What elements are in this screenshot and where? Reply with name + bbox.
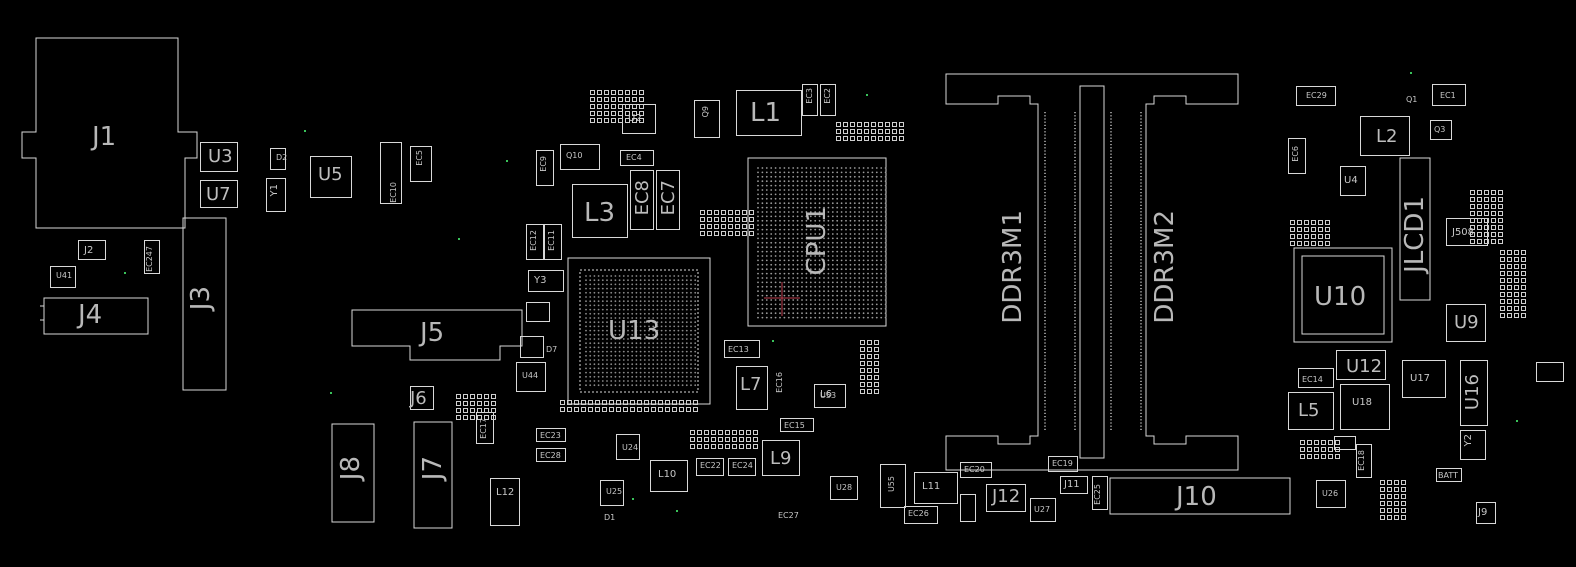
label-j7: J7 <box>418 456 448 481</box>
label-ec10: EC10 <box>389 182 398 203</box>
label-l11: L11 <box>922 481 941 492</box>
label-ec6: EC6 <box>1291 146 1300 162</box>
label-batt: BATT <box>1438 471 1458 480</box>
label-u3: U3 <box>208 146 233 167</box>
label-u7: U7 <box>206 184 231 205</box>
label-jlcd1: JLCD1 <box>1400 196 1430 273</box>
label-j2: J2 <box>84 245 94 256</box>
label-u24: U24 <box>622 443 639 452</box>
label-j5: J5 <box>420 318 445 348</box>
label-u26: U26 <box>1322 489 1339 498</box>
label-ec27: EC27 <box>778 511 799 520</box>
label-j11: J11 <box>1064 479 1080 490</box>
label-j1: J1 <box>92 122 117 152</box>
label-ddr3m2: DDR3M2 <box>1150 210 1180 324</box>
label-ec12: EC12 <box>529 230 538 251</box>
label-ec22: EC22 <box>700 461 721 470</box>
label-u17: U17 <box>1410 373 1431 384</box>
label-u41: U41 <box>56 271 73 280</box>
label-ec8: EC8 <box>632 180 653 216</box>
label-u16: U16 <box>1462 374 1483 411</box>
label-ec25: EC25 <box>1093 484 1102 505</box>
label-ec7: EC7 <box>658 180 679 216</box>
label-q3: Q3 <box>1434 125 1446 134</box>
label-l3: L3 <box>584 198 616 228</box>
label-l2: L2 <box>1376 126 1398 147</box>
label-u13: U13 <box>608 316 661 346</box>
label-l12: L12 <box>496 487 515 498</box>
label-q10: Q10 <box>566 151 583 160</box>
label-ec13: EC13 <box>728 345 749 354</box>
label-ec20: EC20 <box>964 465 985 474</box>
j1-outline <box>21 37 198 229</box>
label-j6: J6 <box>410 388 427 409</box>
label-u25: U25 <box>606 487 623 496</box>
label-ec19: EC19 <box>1052 459 1073 468</box>
label-ec16: EC16 <box>775 372 784 393</box>
label-ec9: EC9 <box>539 156 548 172</box>
label-l7: L7 <box>740 374 762 395</box>
label-q1: Q1 <box>1406 95 1418 104</box>
label-ec24: EC24 <box>732 461 753 470</box>
label-u28: U28 <box>836 483 853 492</box>
label-u4: U4 <box>1344 175 1358 186</box>
label-d1: D1 <box>604 513 616 522</box>
label-u9: U9 <box>1454 312 1479 333</box>
label-ec2: EC2 <box>823 88 832 104</box>
label-ec5: EC5 <box>415 150 424 166</box>
label-l5: L5 <box>1298 400 1320 421</box>
label-cpu1: CPU1 <box>802 206 832 276</box>
label-l6: L6 <box>820 389 832 400</box>
label-u10: U10 <box>1314 282 1367 312</box>
label-j12: J12 <box>992 486 1021 507</box>
label-u27: U27 <box>1034 505 1051 514</box>
label-y3: Y3 <box>534 275 547 286</box>
label-l1: L1 <box>750 98 782 128</box>
label-ec11: EC11 <box>547 230 556 251</box>
label-d7: D7 <box>546 345 558 354</box>
label-ec23: EC23 <box>540 431 561 440</box>
label-u5: U5 <box>318 164 343 185</box>
label-ec3: EC3 <box>805 88 814 104</box>
label-j508: J508 <box>1452 227 1475 238</box>
label-ec15: EC15 <box>784 421 805 430</box>
label-ec4: EC4 <box>626 153 642 162</box>
label-j8: J8 <box>336 456 366 481</box>
label-u55: U55 <box>887 476 896 493</box>
label-u12: U12 <box>1346 356 1383 377</box>
label-u53: U53 <box>820 391 837 400</box>
label-u18: U18 <box>1352 397 1373 408</box>
label-y2: Y2 <box>1463 434 1474 447</box>
label-y1: Y1 <box>269 184 280 197</box>
label-ddr3m1: DDR3M1 <box>998 210 1028 324</box>
label-j4: J4 <box>78 300 103 330</box>
label-ec28: EC28 <box>540 451 561 460</box>
label-q9: Q9 <box>701 106 710 118</box>
label-u44: U44 <box>522 371 539 380</box>
label-l10: L10 <box>658 469 677 480</box>
label-ec247: EC247 <box>145 246 154 272</box>
label-ec26: EC26 <box>908 509 929 518</box>
label-ec1: EC1 <box>1440 91 1456 100</box>
label-j9: J9 <box>1478 507 1488 518</box>
label-ec17: EC17 <box>479 418 488 439</box>
label-ec14: EC14 <box>1302 375 1323 384</box>
label-l9: L9 <box>770 448 792 469</box>
label-d2: D2 <box>276 153 288 162</box>
label-j3: J3 <box>186 286 216 311</box>
label-ec18: EC18 <box>1357 450 1366 471</box>
label-ec29: EC29 <box>1306 91 1327 100</box>
label-j10: J10 <box>1176 482 1217 512</box>
